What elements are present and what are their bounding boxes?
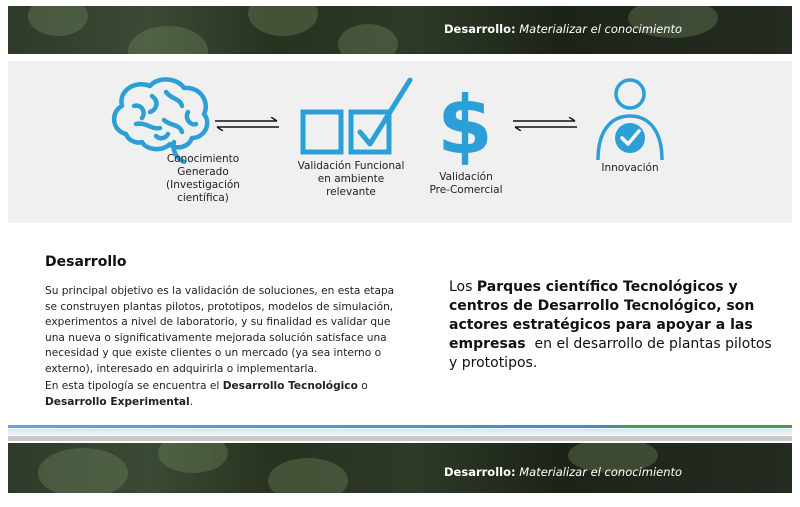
process-diagram: Conocimiento Generado (Investigación cie… — [8, 61, 792, 223]
header-title: Desarrollo: Materializar el conocimiento — [444, 22, 682, 36]
dollar-icon: $ — [440, 83, 490, 165]
bidirectional-arrow-icon — [513, 117, 577, 131]
step-label-innovacion: Innovación — [601, 162, 659, 174]
footer-title-italic: Materializar el conocimiento — [519, 465, 683, 479]
paragraph-2-prefix: En esta tipología se encuentra el — [45, 380, 223, 392]
highlight-prefix: Los — [449, 279, 477, 295]
brain-icon — [112, 77, 210, 164]
paragraph-2-bold-2: Desarrollo Experimental — [45, 395, 190, 408]
person-check-icon — [596, 78, 664, 161]
svg-text:$: $ — [440, 83, 490, 165]
divider-stripe-blue — [8, 425, 792, 428]
section-paragraph-2: En esta tipología se encuentra el Desarr… — [45, 379, 395, 410]
header-title-italic: Materializar el conocimiento — [519, 22, 683, 36]
divider-stripe-grey — [8, 436, 792, 441]
section-title: Desarrollo — [45, 254, 127, 270]
divider-stripe-light — [8, 429, 792, 435]
footer-title: Desarrollo: Materializar el conocimiento — [444, 465, 682, 479]
paragraph-2-bold-1: Desarrollo Tecnológico — [222, 380, 358, 392]
paragraph-2-suffix: . — [189, 395, 194, 408]
step-label-conocimiento: Conocimiento Generado (Investigación cie… — [166, 153, 240, 204]
section-paragraph-1: Su principal objetivo es la validación d… — [45, 285, 395, 375]
paragraph-2-mid: o — [357, 380, 368, 392]
header-banner: Desarrollo: Materializar el conocimiento — [8, 6, 792, 54]
highlight-suffix: en el desarrollo de plantas pilotos y pr… — [449, 336, 777, 371]
checkbox-icon — [300, 77, 413, 155]
footer-title-bold: Desarrollo: — [444, 465, 516, 479]
header-title-bold: Desarrollo: — [444, 22, 516, 36]
footer-banner: Desarrollo: Materializar el conocimiento — [8, 443, 792, 493]
step-label-validacion-funcional: Validación Funcional en ambiente relevan… — [297, 160, 405, 198]
highlight-bold: Parques científico Tecnológicos y centro… — [449, 279, 755, 352]
highlight-text: Los Parques científico Tecnológicos y ce… — [449, 278, 779, 373]
bidirectional-arrow-icon — [215, 117, 279, 131]
step-label-pre-comercial: Validación Pre-Comercial — [429, 171, 503, 196]
